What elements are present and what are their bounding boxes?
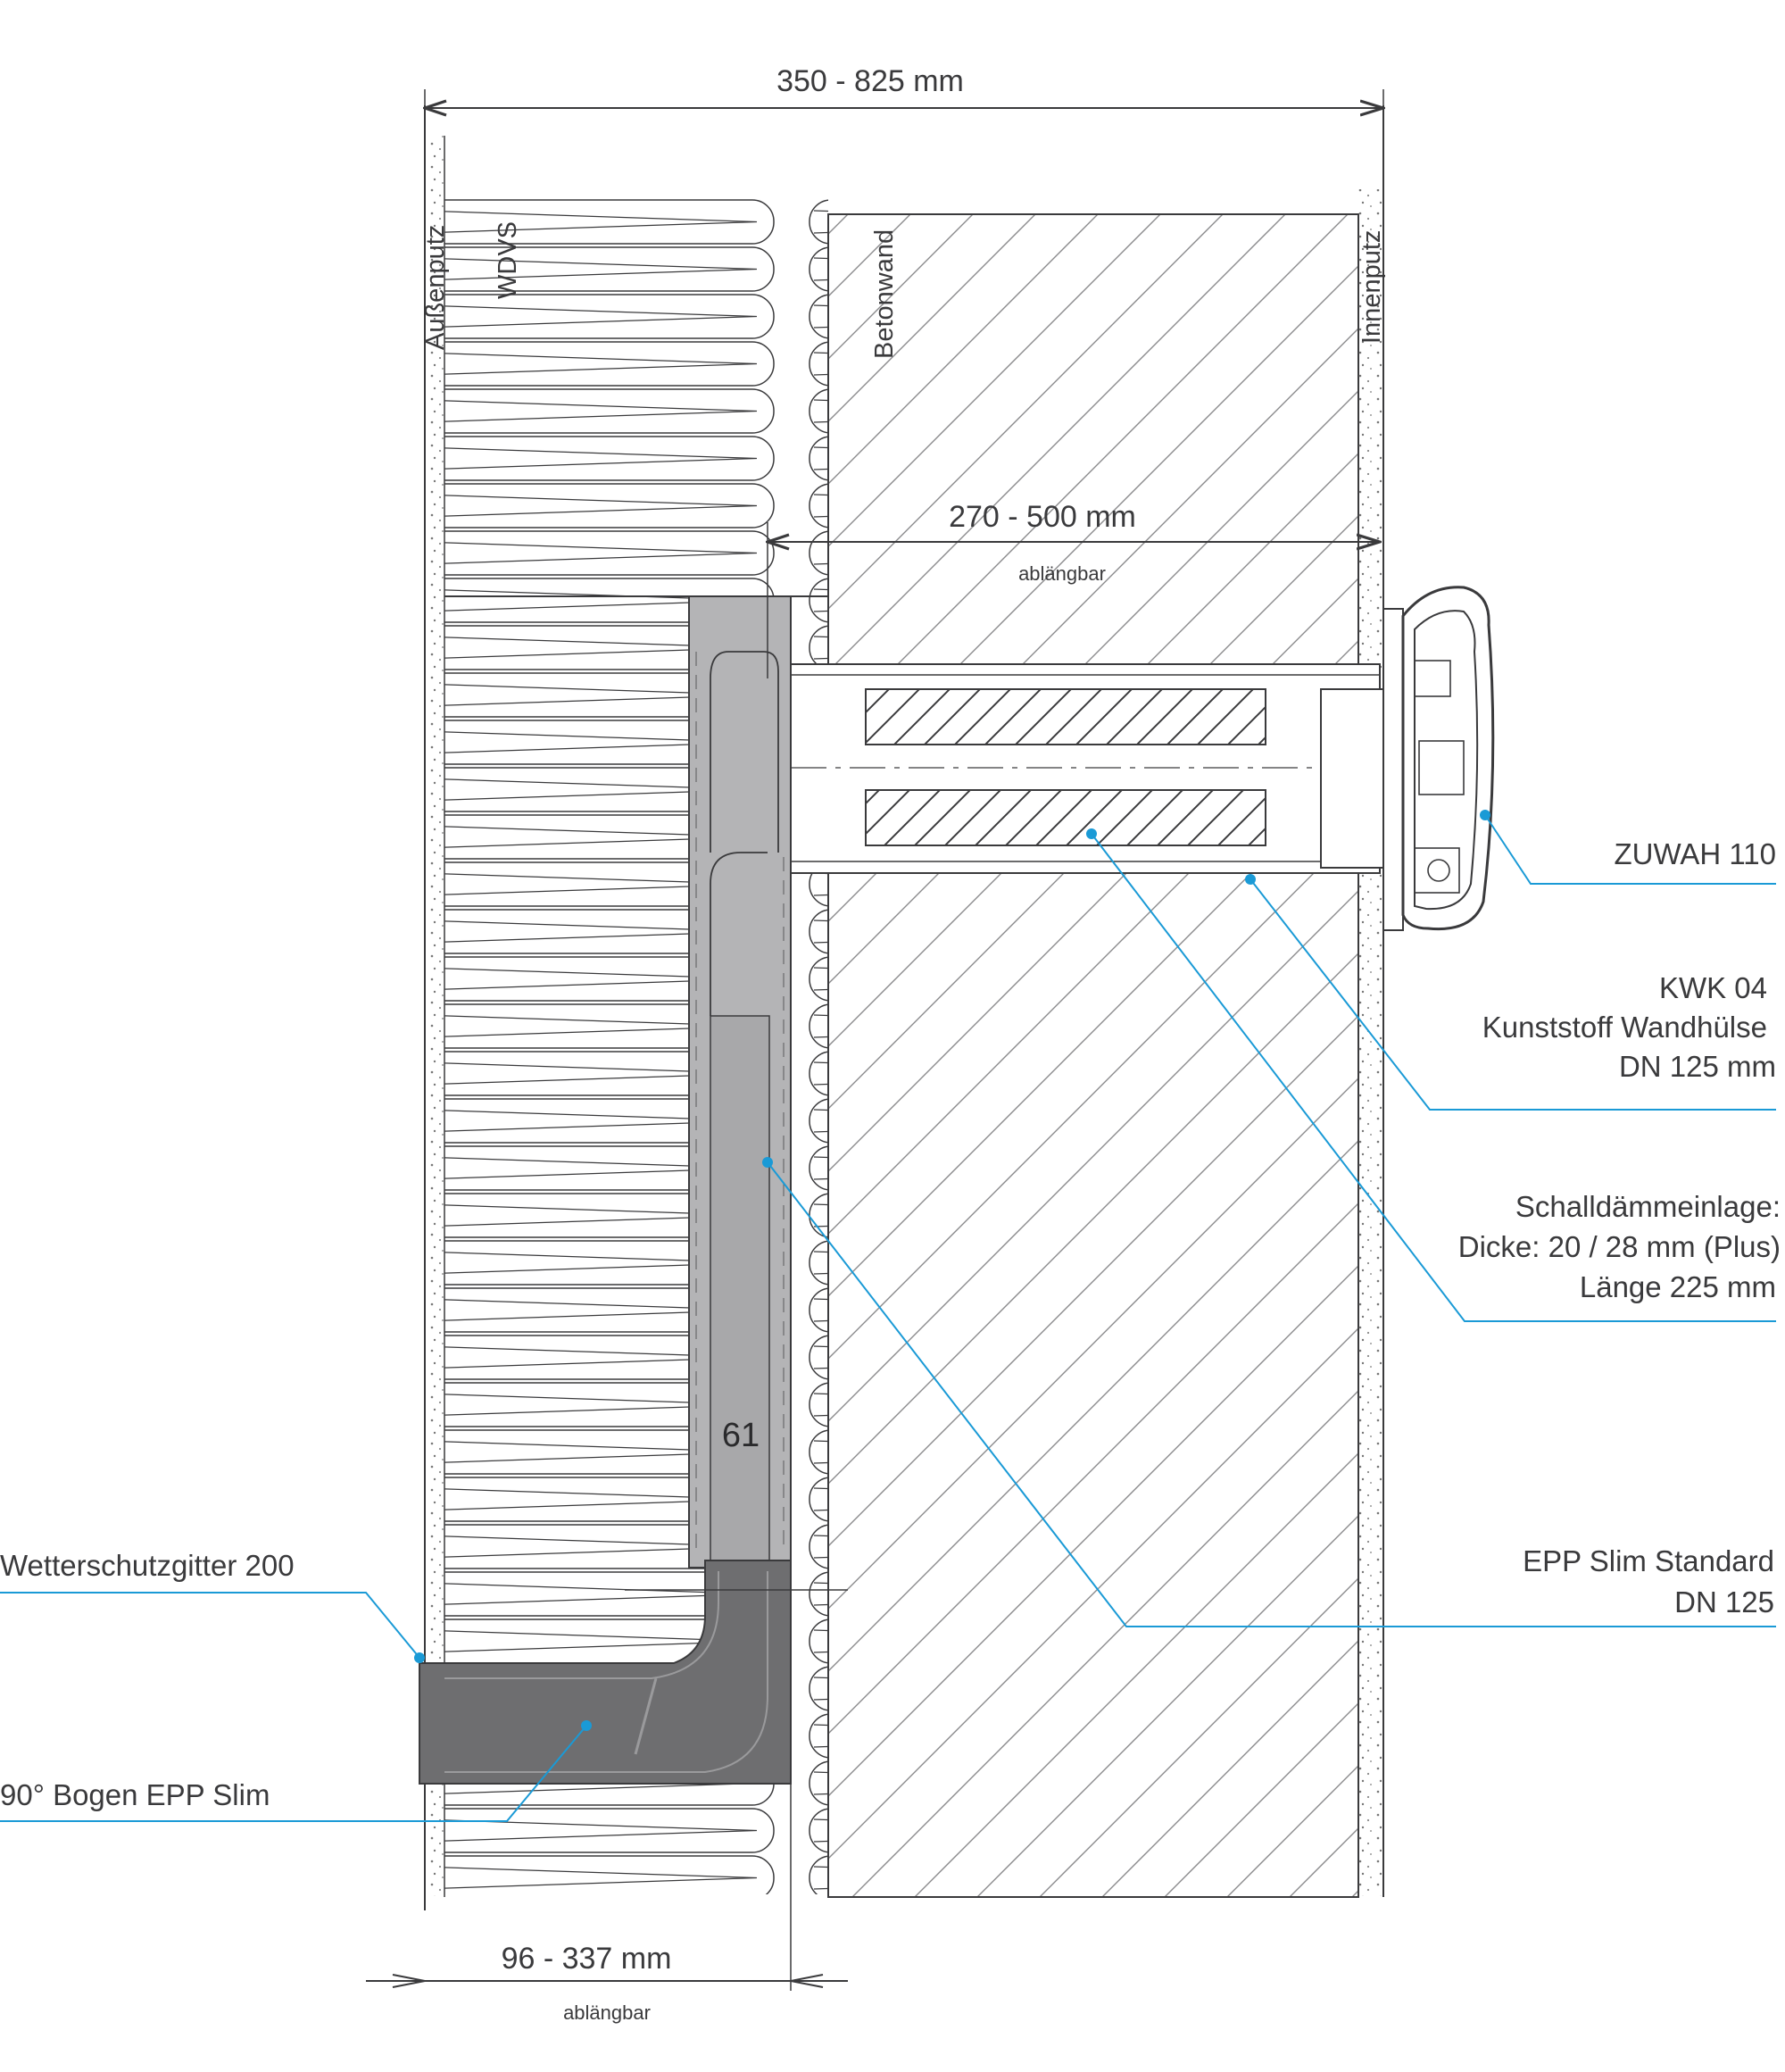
dimension-outer-label: 96 - 337 mm — [502, 1942, 672, 1976]
leader-schall — [1091, 833, 1776, 1322]
inner-plaster-layer — [1358, 105, 1384, 1897]
dimension-outer-note: ablängbar — [563, 2001, 651, 2024]
leader-wetter — [0, 1592, 420, 1659]
leader-dots — [414, 810, 1490, 1731]
zuwah-unit — [1320, 586, 1495, 931]
outer-plaster-layer — [424, 105, 445, 1910]
dimension-outer — [366, 1560, 848, 1991]
callout-schall-line1: Schalldämmeinlage: — [1515, 1190, 1781, 1223]
callout-zuwah: ZUWAH 110 — [1614, 837, 1776, 870]
callout-wetter: Wetterschutzgitter 200 — [0, 1549, 295, 1582]
callout-kwk-line2: Kunststoff Wandhülse — [1482, 1011, 1767, 1044]
callout-epp-line1: EPP Slim Standard — [1523, 1544, 1774, 1577]
elbow-epp-slim — [419, 1560, 792, 1785]
leader-bogen — [0, 1725, 587, 1822]
callout-kwk-line3: DN 125 mm — [1619, 1050, 1776, 1083]
dimension-total-label: 350 - 825 mm — [776, 64, 964, 98]
dimension-total — [425, 89, 1383, 134]
channel-marker: 61 — [722, 1417, 760, 1454]
dimension-sleeve-note: ablängbar — [1018, 562, 1106, 585]
callout-kwk-line1: KWK 04 — [1659, 971, 1767, 1004]
callout-bogen: 90° Bogen EPP Slim — [0, 1778, 270, 1811]
leader-lines — [0, 814, 1776, 1822]
callout-schall-line2: Dicke: 20 / 28 mm (Plus) — [1458, 1230, 1781, 1263]
leader-kwk — [1250, 878, 1776, 1111]
dimension-sleeve-label: 270 - 500 mm — [949, 500, 1136, 534]
leader-epp — [767, 1161, 1776, 1627]
label-insulation: WDVS — [494, 221, 522, 299]
leader-zuwah — [1484, 814, 1776, 885]
sound-insulation-insert — [791, 688, 1380, 846]
callout-epp-line2: DN 125 — [1674, 1585, 1774, 1618]
label-outer-plaster: Außenputz — [421, 225, 450, 350]
dimension-sleeve — [768, 522, 1380, 678]
label-inner-plaster: Innenputz — [1357, 230, 1386, 344]
callout-schall-line3: Länge 225 mm — [1580, 1270, 1776, 1303]
concrete-wall — [827, 213, 1359, 1898]
label-concrete: Betonwand — [870, 229, 899, 359]
